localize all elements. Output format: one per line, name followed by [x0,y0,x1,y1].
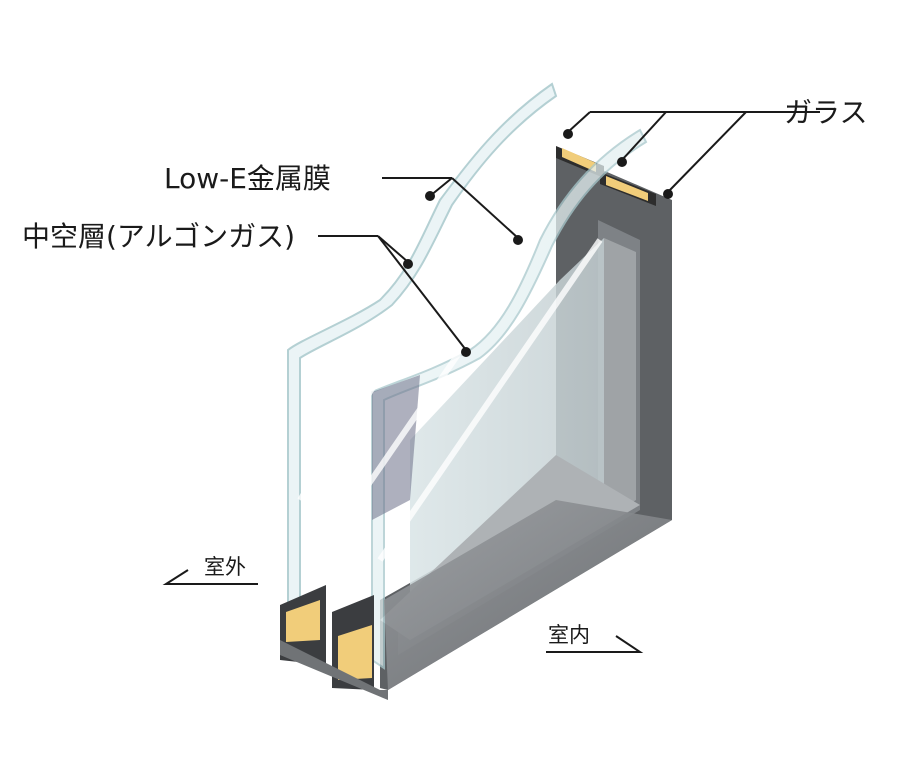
indoor-label: 室内 [548,623,590,647]
glass-label: ガラス [784,96,867,129]
hollow-layer-label: 中空層(アルゴンガス) [22,220,295,253]
outdoor-label: 室外 [204,555,246,579]
low-e-label: Low-E金属膜 [164,162,331,195]
